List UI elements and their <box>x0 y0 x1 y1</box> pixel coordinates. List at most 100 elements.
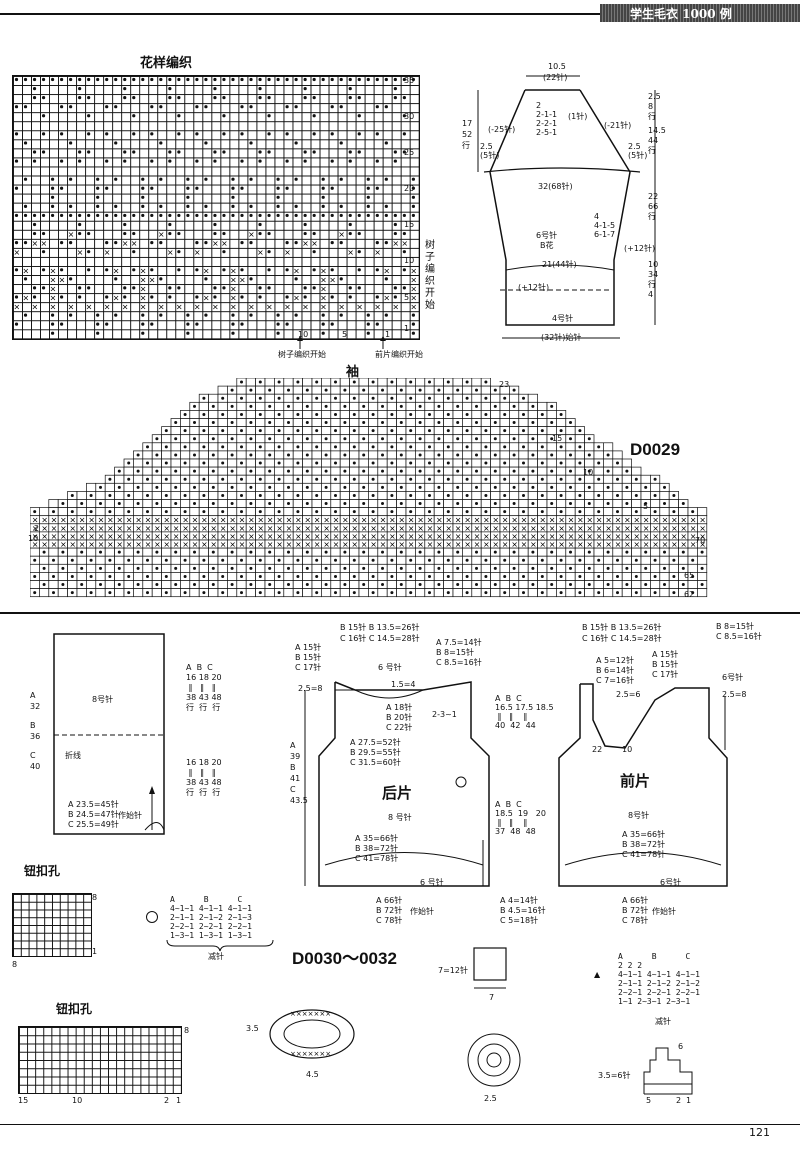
rule-row: 2~1~1 2~1~2 2~1~2 <box>618 979 700 988</box>
dot-symbol <box>531 485 535 489</box>
dot-symbol <box>221 574 225 578</box>
dot-symbol <box>334 574 337 578</box>
dot-symbol <box>352 493 356 497</box>
header-title-bar: 学生毛衣 1000 例 <box>600 4 800 22</box>
cross-symbol: × <box>624 540 631 549</box>
sleeve-cell <box>189 426 200 436</box>
cross-symbol: × <box>699 524 706 533</box>
sleeve-cell <box>452 588 463 598</box>
dot-symbol <box>183 445 187 449</box>
sleeve-cell <box>274 563 285 573</box>
sleeve-cell <box>274 466 285 476</box>
sleeve-cell <box>396 410 407 419</box>
dot-symbol <box>522 591 525 595</box>
cross-symbol: × <box>248 540 255 549</box>
cap-rule-1: 2 <box>536 101 542 110</box>
dot-symbol <box>69 105 73 109</box>
sleeve-cell <box>612 499 623 508</box>
dot-symbol <box>334 558 337 562</box>
ru4: 行 <box>186 788 194 797</box>
sleeve-cell <box>443 466 454 476</box>
dot-symbol <box>540 574 544 578</box>
front-cast-on: A 66针 B 72针 C 78针 <box>622 896 648 926</box>
sleeve-cell <box>377 393 388 403</box>
cross-symbol: × <box>624 524 631 533</box>
sleeve-cell <box>170 474 181 484</box>
cross-symbol: × <box>671 532 678 541</box>
dot-symbol <box>193 502 196 506</box>
dot-symbol <box>384 177 388 181</box>
dot-symbol <box>89 591 93 595</box>
dot-symbol <box>41 132 46 136</box>
sleeve-cell <box>95 491 106 500</box>
cross-symbol: × <box>662 532 669 541</box>
dot-symbol <box>213 286 217 290</box>
dot-symbol <box>493 421 497 425</box>
cross-symbol: × <box>351 532 358 541</box>
dot-symbol <box>305 453 309 457</box>
svg-text:×××××××: ××××××× <box>290 1050 331 1058</box>
back-shoulder-left: A 15针 B 15针 C 17针 <box>295 643 321 673</box>
cross-symbol: × <box>671 516 678 525</box>
dot-symbol <box>14 186 19 190</box>
cross-symbol: × <box>220 524 227 533</box>
dot-symbol <box>277 380 281 384</box>
sleeve-cell <box>198 466 209 476</box>
sleeve-cell <box>584 572 595 581</box>
dot-symbol <box>578 445 582 449</box>
dot-symbol <box>606 485 610 489</box>
dot-symbol <box>155 566 159 570</box>
sleeve-cell <box>415 572 426 581</box>
sleeve-cell <box>292 418 303 427</box>
dot-symbol <box>52 591 55 595</box>
dot-symbol <box>375 295 379 299</box>
sleeve-cell <box>452 555 463 565</box>
sleeve-cell <box>433 572 444 581</box>
cross-symbol: × <box>304 516 311 525</box>
sleeve-cell <box>189 588 200 598</box>
sleeve-cell <box>424 580 435 589</box>
dot-symbol <box>168 295 172 299</box>
dot-symbol <box>362 388 366 392</box>
fd-h1: B <box>651 952 657 961</box>
dot-symbol <box>357 250 361 254</box>
sleeve-cell <box>480 434 491 444</box>
bsl2: C 17针 <box>295 663 322 672</box>
dot-symbol <box>418 388 422 392</box>
sleeve-cell <box>574 450 585 460</box>
cross-symbol: × <box>266 303 273 312</box>
dot-symbol <box>672 510 676 514</box>
dot-symbol <box>315 591 319 595</box>
cross-symbol: × <box>203 266 210 275</box>
sleeve-cell <box>321 378 332 387</box>
back-small-needle: 6 号针 <box>378 663 402 672</box>
cross-symbol: × <box>464 532 471 541</box>
dot-symbol <box>305 437 309 441</box>
dot-symbol <box>105 105 109 109</box>
dot-symbol <box>324 583 328 587</box>
sc2: C 25.5=49针 <box>68 820 119 829</box>
dot-symbol <box>174 502 178 506</box>
dot-symbol <box>512 421 516 425</box>
sleeve-cell <box>255 401 266 411</box>
sleeve-cell <box>565 426 576 436</box>
dot-symbol <box>681 502 685 506</box>
dot-symbol <box>23 141 28 145</box>
dot-symbol <box>231 195 235 199</box>
cross-symbol: × <box>154 540 161 549</box>
sleeve-cell <box>697 572 708 581</box>
dot-symbol <box>204 77 208 82</box>
dot-symbol <box>399 469 403 473</box>
sleeve-schematic <box>477 75 656 339</box>
dot-symbol <box>330 322 334 326</box>
sleeve-cell <box>697 555 708 565</box>
sleeve-cell <box>452 572 463 581</box>
cross-symbol: × <box>295 516 302 525</box>
sleeve-cell <box>556 466 567 476</box>
pocket-box <box>473 947 507 989</box>
dot-symbol <box>384 105 388 109</box>
cross-symbol: × <box>408 540 415 549</box>
dot-symbol <box>174 583 178 587</box>
cross-symbol: × <box>229 524 236 533</box>
dot-symbol <box>484 412 488 416</box>
